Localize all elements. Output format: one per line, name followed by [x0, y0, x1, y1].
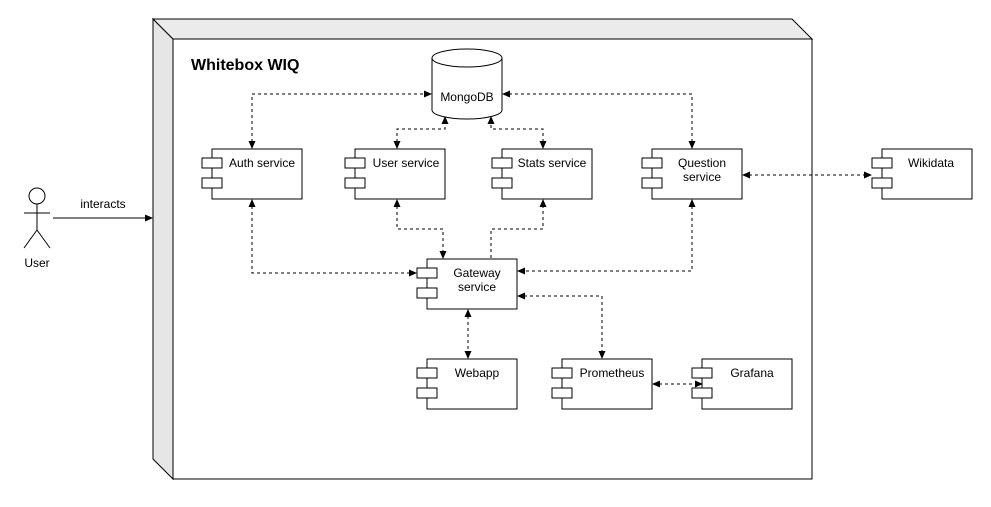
connector-question-gateway [517, 199, 696, 275]
user-actor: User [23, 187, 51, 270]
component-tab [416, 367, 438, 379]
connector-user-mongodb [393, 116, 449, 149]
component-stats-service: Stats service [491, 148, 593, 200]
component-tab [551, 367, 573, 379]
component-grafana: Grafana [691, 358, 793, 410]
system-title: Whitebox WIQ [191, 57, 299, 74]
component-user-service: User service [344, 148, 446, 200]
component-tab [416, 267, 438, 279]
component-tab [641, 157, 663, 169]
system-node-top [151, 18, 814, 40]
component-tab [416, 387, 438, 399]
connector-user-gateway [393, 199, 447, 259]
user-service-label: User service [373, 156, 440, 170]
component-tab [344, 157, 366, 169]
component-webapp: Webapp [416, 358, 518, 410]
component-gateway-service: Gateway service [416, 258, 518, 310]
interacts-label: interacts [80, 197, 125, 211]
grafana-label: Grafana [730, 366, 774, 380]
actor-left-leg [23, 229, 38, 249]
component-tab [491, 177, 513, 189]
component-tab [691, 387, 713, 399]
connector-question-mongodb [502, 90, 696, 149]
webapp-label: Webapp [455, 366, 500, 380]
wikidata-label: Wikidata [908, 156, 954, 170]
actor-label: User [24, 256, 49, 270]
component-prometheus: Prometheus [551, 358, 653, 410]
component-wikidata: Wikidata [871, 148, 973, 200]
component-tab [344, 177, 366, 189]
component-tab [491, 157, 513, 169]
component-tab [871, 177, 893, 189]
actor-head [28, 187, 46, 205]
actor-right-leg [36, 229, 51, 249]
gateway-service-label-line2: service [458, 280, 496, 294]
component-tab [871, 157, 893, 169]
stats-service-label: Stats service [518, 156, 587, 170]
mongodb-label: MongoDB [440, 90, 493, 104]
component-auth-service: Auth service [201, 148, 303, 200]
component-tab [201, 157, 223, 169]
connector-auth-mongodb [248, 90, 432, 149]
question-service-label-line2: service [683, 170, 721, 184]
component-tab [416, 287, 438, 299]
system-node-side [152, 17, 174, 481]
mongodb-database: MongoDB [431, 48, 503, 120]
question-service-label-line1: Question [678, 156, 726, 170]
connector-auth-gateway [248, 199, 417, 277]
component-tab [691, 367, 713, 379]
prometheus-label: Prometheus [580, 366, 645, 380]
component-tab [551, 387, 573, 399]
component-question-service: Question service [641, 148, 743, 200]
gateway-service-label-line1: Gateway [453, 266, 500, 280]
component-tab [201, 177, 223, 189]
component-tab [641, 177, 663, 189]
connector-gateway-prometheus [517, 292, 606, 359]
auth-service-label: Auth service [229, 156, 295, 170]
